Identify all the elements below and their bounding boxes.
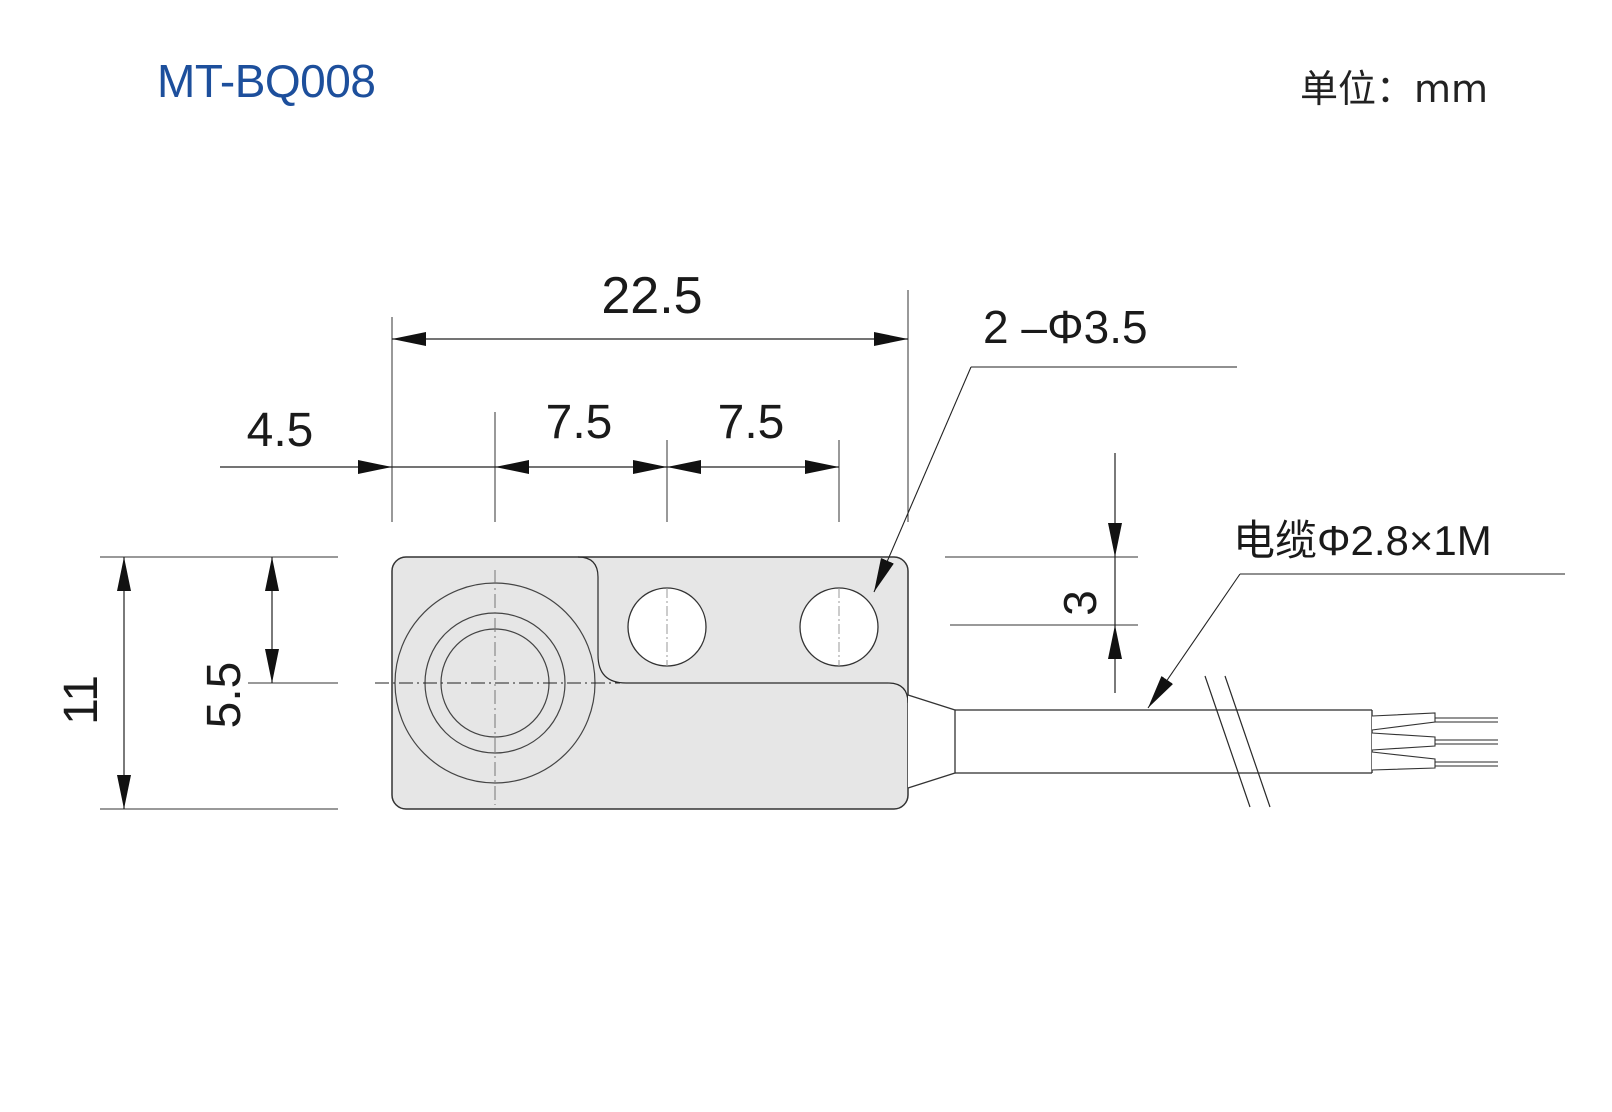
sensor-body	[375, 556, 909, 810]
dim-height-total: 11	[55, 675, 108, 725]
holes-leader	[873, 366, 972, 593]
model-title: MT-BQ008	[157, 55, 376, 107]
dim-height-half: 5.5	[198, 662, 251, 729]
dim-left-offset: 4.5	[247, 404, 314, 457]
dim-hole-pitch-1: 7.5	[546, 396, 613, 449]
leader-lines	[873, 366, 1565, 709]
extension-lines	[100, 290, 1138, 810]
dim-overall-length: 22.5	[601, 267, 702, 325]
dim-holes-spec: 2 –Φ3.5	[983, 301, 1148, 353]
dim-cable-spec: 电缆Φ2.8×1M	[1233, 517, 1492, 564]
dim-hole-offset: 3	[1054, 590, 1106, 616]
dim-hole-pitch-2: 7.5	[718, 396, 785, 449]
dimension-lines	[117, 332, 1122, 809]
cable	[907, 675, 1498, 808]
cable-leader	[1147, 573, 1241, 709]
unit-label: 单位：mm	[1300, 67, 1489, 111]
